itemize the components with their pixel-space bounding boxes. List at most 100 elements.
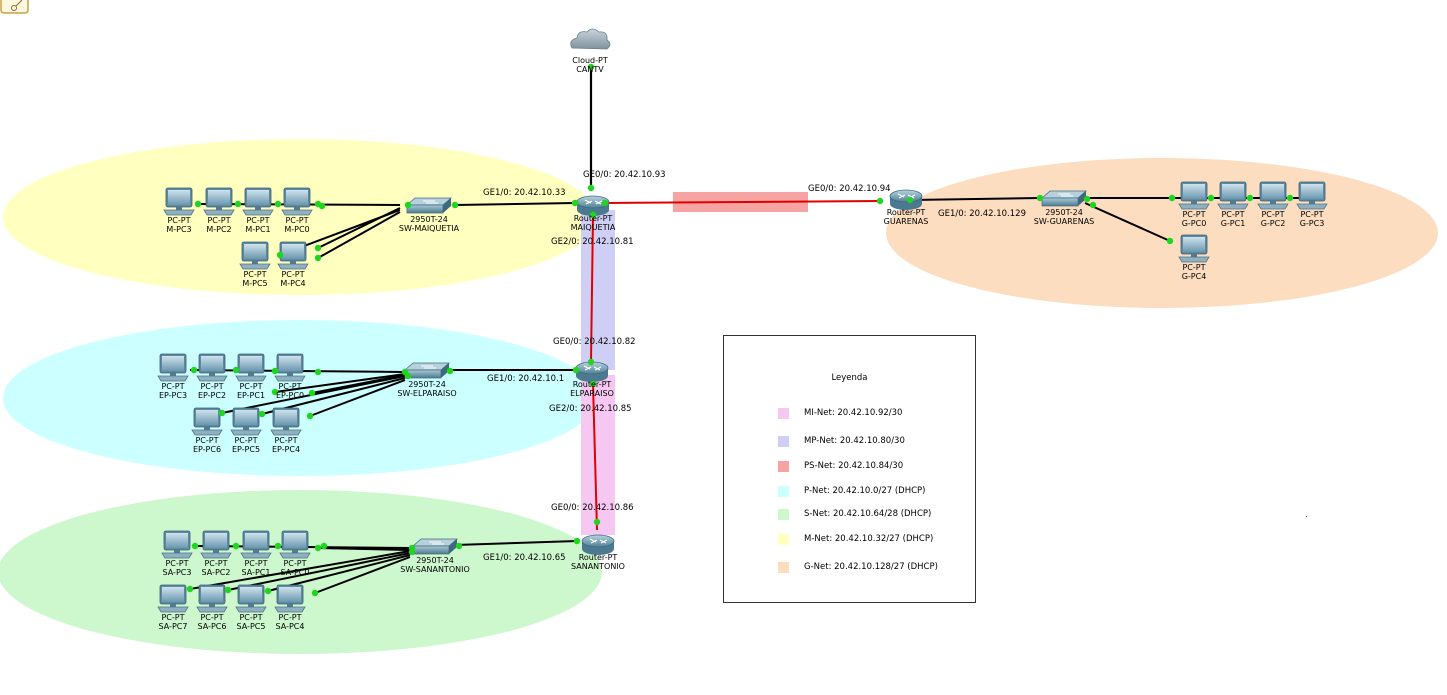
switch-guarenas-icon[interactable]	[1040, 190, 1088, 207]
legend-item: PS-Net: 20.42.10.84/30	[778, 460, 903, 472]
pc-sa-pc5-icon[interactable]	[235, 584, 267, 613]
mp-net-bar	[581, 210, 615, 370]
link-elparaiso-sanantonio[interactable]	[592, 383, 598, 531]
port-dot	[451, 201, 459, 209]
legend-swatch	[778, 561, 789, 573]
router-maiquetia-icon[interactable]	[576, 195, 610, 216]
switch-maiquetia-icon[interactable]	[405, 197, 453, 214]
pc-ep-pc5-name: EP-PC5	[231, 445, 261, 454]
pc-m-pc5-icon[interactable]	[239, 241, 271, 270]
pc-g-pc1-icon[interactable]	[1217, 181, 1249, 210]
stray-dot	[1306, 516, 1307, 517]
pc-ep-pc2-name: EP-PC2	[197, 391, 227, 400]
pc-g-pc0-icon[interactable]	[1178, 181, 1210, 210]
port-dot	[271, 367, 279, 375]
port-dot	[1286, 194, 1294, 202]
pc-m-pc5-type: PC-PT	[243, 270, 267, 279]
port-dot	[314, 254, 322, 262]
router-sanantonio-type: Router-PT	[578, 553, 618, 562]
pc-sa-pc5-name: SA-PC5	[236, 622, 266, 631]
switch-maiquetia-type: 2950T-24	[410, 215, 448, 224]
pc-ep-pc4-name: EP-PC4	[271, 445, 301, 454]
pc-sa-pc1-icon[interactable]	[240, 530, 272, 559]
router-guarenas-icon[interactable]	[889, 189, 923, 210]
pc-ep-pc2-icon[interactable]	[196, 353, 228, 382]
pc-m-pc4-name: M-PC4	[280, 279, 306, 288]
pc-m-pc4-icon[interactable]	[277, 241, 309, 270]
pc-sa-pc2-icon[interactable]	[200, 530, 232, 559]
switch-sanantonio-icon[interactable]	[411, 538, 459, 555]
port-dot	[274, 200, 282, 208]
port-dot	[191, 542, 199, 550]
legend-box: Leyenda MI-Net: 20.42.10.92/30 MP-Net: 2…	[723, 335, 976, 603]
port-dot	[314, 544, 322, 552]
legend-swatch	[778, 460, 789, 472]
pc-g-pc4-icon[interactable]	[1178, 234, 1210, 263]
maiquetia-ge00-label: GE0/0: 20.42.10.93	[583, 170, 666, 180]
pc-sa-pc3-icon[interactable]	[161, 530, 193, 559]
legend-item: G-Net: 20.42.10.128/27 (DHCP)	[778, 561, 938, 573]
tool-icon[interactable]	[0, 0, 30, 15]
port-dot	[571, 199, 579, 207]
legend-swatch	[778, 435, 789, 447]
link-sanantonio-switch[interactable]	[454, 540, 578, 546]
port-dot	[587, 358, 595, 366]
pc-sa-pc5-type: PC-PT	[239, 613, 263, 622]
elparaiso-ge20-label: GE2/0: 20.42.10.85	[549, 404, 632, 414]
pc-ep-pc1-icon[interactable]	[235, 353, 267, 382]
port-dot	[311, 589, 319, 597]
pc-m-pc2-name: M-PC2	[206, 225, 232, 234]
pc-m-pc3-icon[interactable]	[163, 187, 195, 216]
pc-ep-pc0-name: EP-PC0	[275, 391, 305, 400]
link-maiquetia-elparaiso[interactable]	[590, 214, 594, 363]
pc-m-pc2-icon[interactable]	[203, 187, 235, 216]
pc-m-pc1-icon[interactable]	[242, 187, 274, 216]
port-dot	[1083, 195, 1091, 203]
pc-ep-pc5-icon[interactable]	[230, 407, 262, 436]
port-dot	[232, 542, 240, 550]
pc-ep-pc3-name: EP-PC3	[158, 391, 188, 400]
pc-g-pc3-icon[interactable]	[1296, 181, 1328, 210]
pc-g-pc2-name: G-PC2	[1260, 219, 1286, 228]
router-sanantonio-icon[interactable]	[581, 534, 615, 555]
pc-sa-pc4-icon[interactable]	[274, 584, 306, 613]
pc-ep-pc6-icon[interactable]	[191, 407, 223, 436]
pc-sa-pc7-icon[interactable]	[157, 584, 189, 613]
link-maiquetia-switch[interactable]	[454, 202, 576, 206]
pc-ep-pc3-type: PC-PT	[161, 382, 185, 391]
port-dot	[876, 197, 884, 205]
link-maiquetia-guarenas[interactable]	[604, 200, 881, 204]
pc-sa-pc7-type: PC-PT	[161, 613, 185, 622]
pc-m-pc0-icon[interactable]	[281, 187, 313, 216]
port-dot	[234, 200, 242, 208]
pc-sa-pc0-name: SA-PC0	[280, 568, 310, 577]
pc-m-pc0-type: PC-PT	[285, 216, 309, 225]
pc-ep-pc0-icon[interactable]	[274, 353, 306, 382]
switch-elparaiso-icon[interactable]	[403, 362, 451, 379]
pc-sa-pc3-type: PC-PT	[165, 559, 189, 568]
pc-sa-pc6-icon[interactable]	[196, 584, 228, 613]
router-maiquetia-name: MAIQUETIA	[570, 223, 616, 232]
cloud-cantv-icon[interactable]	[570, 28, 611, 50]
port-dot	[573, 537, 581, 545]
port-dot	[1166, 237, 1174, 245]
switch-sanantonio-type: 2950T-24	[416, 556, 454, 565]
port-dot	[589, 380, 597, 388]
pc-sa-pc3-name: SA-PC3	[162, 568, 192, 577]
port-dot	[572, 366, 580, 374]
pc-ep-pc3-icon[interactable]	[157, 353, 189, 382]
port-dot	[224, 586, 232, 594]
s-net-area	[0, 490, 602, 654]
pc-g-pc2-icon[interactable]	[1257, 181, 1289, 210]
pc-ep-pc4-icon[interactable]	[270, 407, 302, 436]
pc-sa-pc0-icon[interactable]	[279, 530, 311, 559]
link-guarenas-switch[interactable]	[909, 197, 1041, 201]
